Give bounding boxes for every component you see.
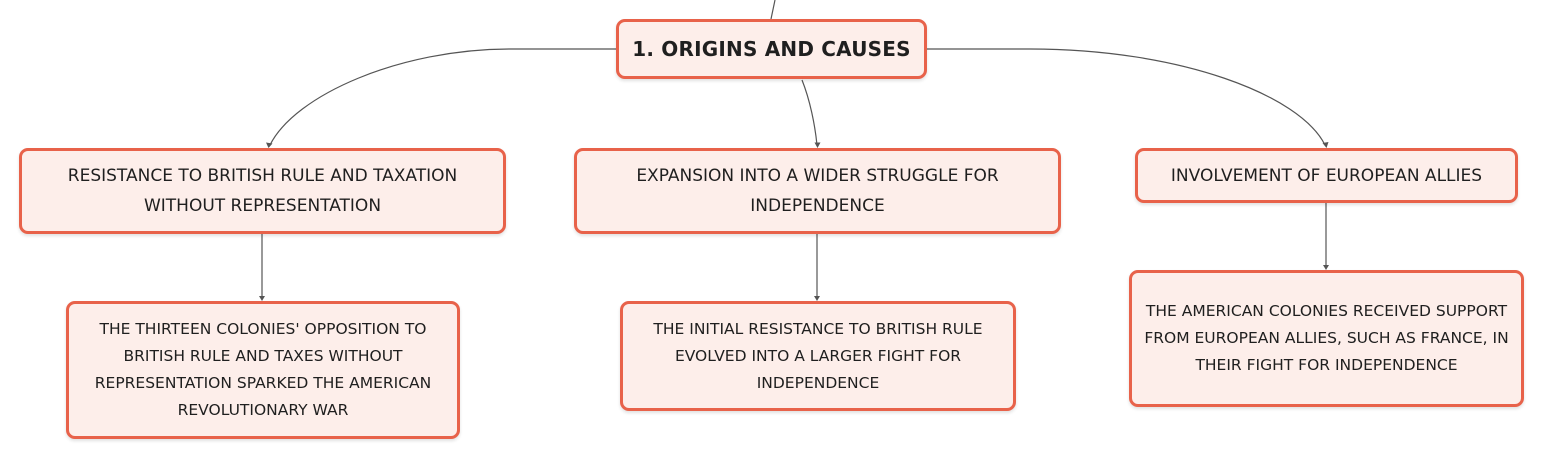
detail-node-label: THE AMERICAN COLONIES RECEIVED SUPPORT F… (1144, 302, 1509, 374)
connector-root-to-allies (927, 48, 1326, 146)
arrowhead-resistance (266, 142, 273, 148)
root-node[interactable]: 1. ORIGINS AND CAUSES (616, 19, 927, 79)
detail-node-initial-resistance[interactable]: THE INITIAL RESISTANCE TO BRITISH RULE E… (620, 301, 1016, 411)
branch-node-label: EXPANSION INTO A WIDER STRUGGLE FOR INDE… (636, 166, 999, 216)
detail-node-thirteen-colonies[interactable]: THE THIRTEEN COLONIES' OPPOSITION TO BRI… (66, 301, 460, 439)
connector-root-to-expansion (801, 79, 818, 146)
detail-node-european-support[interactable]: THE AMERICAN COLONIES RECEIVED SUPPORT F… (1129, 270, 1524, 407)
connector-root-to-resistance (269, 48, 616, 146)
root-node-label: 1. ORIGINS AND CAUSES (632, 37, 911, 61)
arrowhead-allies (1322, 142, 1329, 148)
branch-node-label: INVOLVEMENT OF EUROPEAN ALLIES (1170, 165, 1483, 186)
branch-node-allies[interactable]: INVOLVEMENT OF EUROPEAN ALLIES (1135, 148, 1518, 203)
connector-parent-to-root (770, 0, 776, 20)
branch-node-label: RESISTANCE TO BRITISH RULE AND TAXATION … (67, 166, 458, 216)
detail-node-label: THE THIRTEEN COLONIES' OPPOSITION TO BRI… (94, 320, 432, 419)
arrowhead-support (1323, 265, 1329, 270)
detail-node-label: THE INITIAL RESISTANCE TO BRITISH RULE E… (653, 319, 983, 392)
branch-node-resistance[interactable]: RESISTANCE TO BRITISH RULE AND TAXATION … (19, 148, 506, 234)
arrowhead-initial (814, 296, 820, 301)
arrowhead-expansion (814, 142, 821, 148)
arrowhead-thirteen (259, 296, 265, 301)
branch-node-expansion[interactable]: EXPANSION INTO A WIDER STRUGGLE FOR INDE… (574, 148, 1061, 234)
